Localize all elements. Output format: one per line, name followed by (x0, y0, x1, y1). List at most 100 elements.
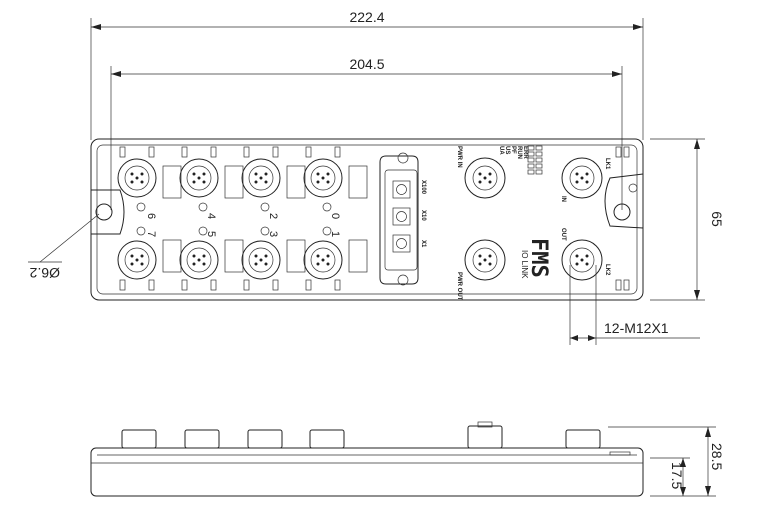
io-port-led (181, 146, 188, 158)
brand-mark: FMS IO LINK (520, 238, 551, 279)
port-number: 3 (267, 231, 279, 237)
io-port-pin (254, 172, 258, 176)
io-port-pin (202, 172, 206, 176)
io-port-socket (186, 247, 212, 273)
iolink-out-connector: OUT LK2 (560, 228, 610, 281)
io-port-pin (192, 172, 196, 176)
io-port-pin (140, 254, 144, 258)
link-in-label: LK1 (604, 158, 610, 170)
port-number: 1 (329, 231, 341, 237)
io-port-pin (326, 254, 330, 258)
io-port-marker (198, 226, 208, 236)
pwr-in-label: PWR IN (456, 146, 462, 168)
io-port-socket (248, 247, 274, 273)
io-port-pin (130, 254, 134, 258)
dimension-connector-spec: 12-M12X1 (569, 265, 700, 345)
io-port-pin (264, 180, 268, 184)
io-port-pin (202, 180, 206, 184)
height-label: 65 (709, 211, 725, 227)
power-out-connector: PWR OUT (456, 239, 506, 301)
io-port-marker (322, 202, 332, 212)
power-in-connector: PWR IN (456, 146, 506, 199)
port-number: 5 (205, 231, 217, 237)
io-port-led (243, 279, 250, 291)
io-label-window (348, 239, 368, 273)
dimension-hole-pitch: 204.5 (110, 56, 623, 210)
led-label-us: US (504, 146, 510, 154)
io-port-pin (259, 176, 263, 180)
brand-logo: FMS (526, 238, 551, 278)
pwr-out-label: PWR OUT (456, 272, 462, 301)
port-number: 7 (145, 231, 157, 237)
mounting-hole-right (613, 203, 631, 221)
io-port-marker (136, 202, 146, 212)
rotary-switch-label: X1 (420, 240, 426, 248)
dimension-overall-width: 222.4 (90, 9, 644, 140)
body-height-label: 17.5 (669, 462, 685, 489)
io-port-pin (316, 262, 320, 266)
io-port-marker (260, 202, 270, 212)
connector-spec-label: 12-M12X1 (604, 320, 669, 336)
led-label-err: ERR (522, 146, 528, 159)
rotary-switch-panel: X100 X10 X1 (379, 152, 426, 286)
io-port-led (210, 146, 217, 158)
io-port-pin (316, 172, 320, 176)
io-port-led (272, 146, 279, 158)
io-label-window (224, 165, 244, 199)
io-port-marker (260, 226, 270, 236)
io-port-pin (130, 180, 134, 184)
io-port-pin (135, 258, 139, 262)
io-port-pin (197, 258, 201, 262)
port-number: 0 (329, 213, 341, 219)
rotary-switch-label: X100 (420, 180, 426, 195)
led-label-pf: PF (510, 146, 516, 154)
io-port-marker (136, 226, 146, 236)
io-port-pin (254, 262, 258, 266)
io-port-led (334, 279, 341, 291)
port-numbers-top: 6 4 2 0 (145, 213, 341, 219)
io-port-pin (321, 258, 325, 262)
rotary-switch-x1 (392, 234, 411, 253)
io-port-pin (264, 172, 268, 176)
io-label-window (224, 239, 244, 273)
io-port-led (305, 146, 312, 158)
io-port-socket (186, 165, 212, 191)
io-port-led (243, 146, 250, 158)
port-numbers-bottom: 7 5 3 1 (145, 231, 341, 237)
io-port-pin (192, 254, 196, 258)
dimension-body-height: 17.5 (650, 457, 690, 496)
status-led-block: PF RUN ERR US UA (498, 145, 543, 175)
io-port-led (210, 279, 217, 291)
io-port-connector (117, 158, 157, 198)
io-port-marker (322, 226, 332, 236)
io-label-window (286, 239, 306, 273)
io-port-pin (140, 262, 144, 266)
io-port-pin (202, 254, 206, 258)
io-port-socket (248, 165, 274, 191)
mounting-hole-left (95, 203, 113, 221)
io-port-pin (197, 176, 201, 180)
io-port-socket (310, 165, 336, 191)
io-port-pin (264, 254, 268, 258)
io-port-pin (254, 180, 258, 184)
io-port-led (334, 146, 341, 158)
out-label: OUT (560, 228, 566, 241)
link-out-label: LK2 (604, 264, 610, 276)
io-port-pin (254, 254, 258, 258)
io-port-connector (179, 240, 219, 280)
io-port-pin (130, 262, 134, 266)
io-port-led (272, 279, 279, 291)
io-port-pin (264, 262, 268, 266)
io-port-pin (326, 262, 330, 266)
io-label-window (162, 239, 182, 273)
io-port-led (119, 146, 126, 158)
hole-diameter-label: Ø6.2 (29, 265, 60, 281)
io-port-connector (241, 158, 281, 198)
io-port-pin (326, 172, 330, 176)
io-port-pin (326, 180, 330, 184)
io-label-window (286, 165, 306, 199)
dimension-hole-diameter: Ø6.2 (28, 213, 100, 281)
iolink-in-connector: IN LK1 (560, 157, 610, 202)
io-port-pin (202, 262, 206, 266)
